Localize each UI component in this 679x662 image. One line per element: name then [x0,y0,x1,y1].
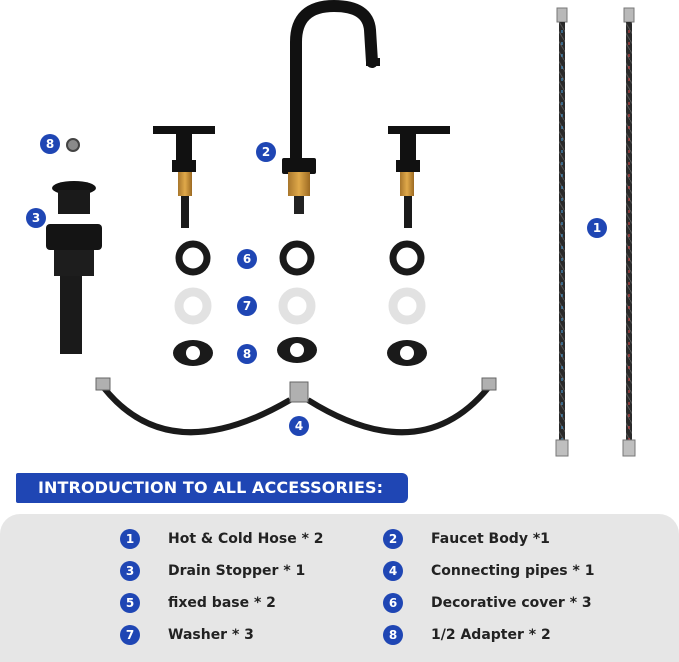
callout-badge-7: 7 [237,296,257,316]
legend-number: 4 [383,561,403,581]
legend-item-6: 6 Decorative cover * 3 [383,592,592,614]
legend-label: Hot & Cold Hose * 2 [168,531,324,547]
callout-badge-1: 1 [587,218,607,238]
legend-item-5: 5 fixed base * 2 [120,592,276,614]
washers [174,287,426,325]
adapters [173,337,427,366]
legend-number: 2 [383,529,403,549]
hot-cold-hose-right [622,7,636,457]
hot-cold-hose-left [555,7,569,457]
legend-item-7: 7 Washer * 3 [120,624,254,646]
connecting-pipes [95,377,497,436]
legend-number: 7 [120,625,140,645]
legend-item-2: 2 Faucet Body *1 [383,528,550,550]
legend-number: 6 [383,593,403,613]
accessories-title-banner: INTRODUCTION TO ALL ACCESSORIES: [16,473,408,503]
legend-label: Decorative cover * 3 [431,595,592,611]
legend-item-4: 4 Connecting pipes * 1 [383,560,594,582]
legend-number: 8 [383,625,403,645]
legend-number: 3 [120,561,140,581]
legend-label: 1/2 Adapter * 2 [431,627,551,643]
callout-badge-6: 6 [237,249,257,269]
decorative-covers [175,240,425,276]
callout-badge-8-adapter: 8 [40,134,60,154]
legend-item-1: 1 Hot & Cold Hose * 2 [120,528,324,550]
legend-item-3: 3 Drain Stopper * 1 [120,560,305,582]
legend-item-8: 8 1/2 Adapter * 2 [383,624,551,646]
callout-badge-3: 3 [26,208,46,228]
legend-number: 5 [120,593,140,613]
right-handle-valve [388,126,450,228]
small-adapter [66,138,80,152]
accessories-legend: 1 Hot & Cold Hose * 2 2 Faucet Body *1 3… [0,514,679,662]
callout-badge-2: 2 [256,142,276,162]
legend-label: fixed base * 2 [168,595,276,611]
faucet-parts-drawing [46,0,636,457]
legend-label: Faucet Body *1 [431,531,550,547]
faucet-body [282,0,380,214]
callout-badge-8: 8 [237,344,257,364]
legend-label: Drain Stopper * 1 [168,563,306,579]
legend-label: Washer * 3 [168,627,254,643]
legend-label: Connecting pipes * 1 [431,563,595,579]
legend-number: 1 [120,529,140,549]
callout-badge-4: 4 [289,416,309,436]
left-handle-valve [153,126,215,228]
product-illustration: 1 2 3 4 6 7 8 8 [26,0,636,457]
drain-stopper [46,181,102,354]
